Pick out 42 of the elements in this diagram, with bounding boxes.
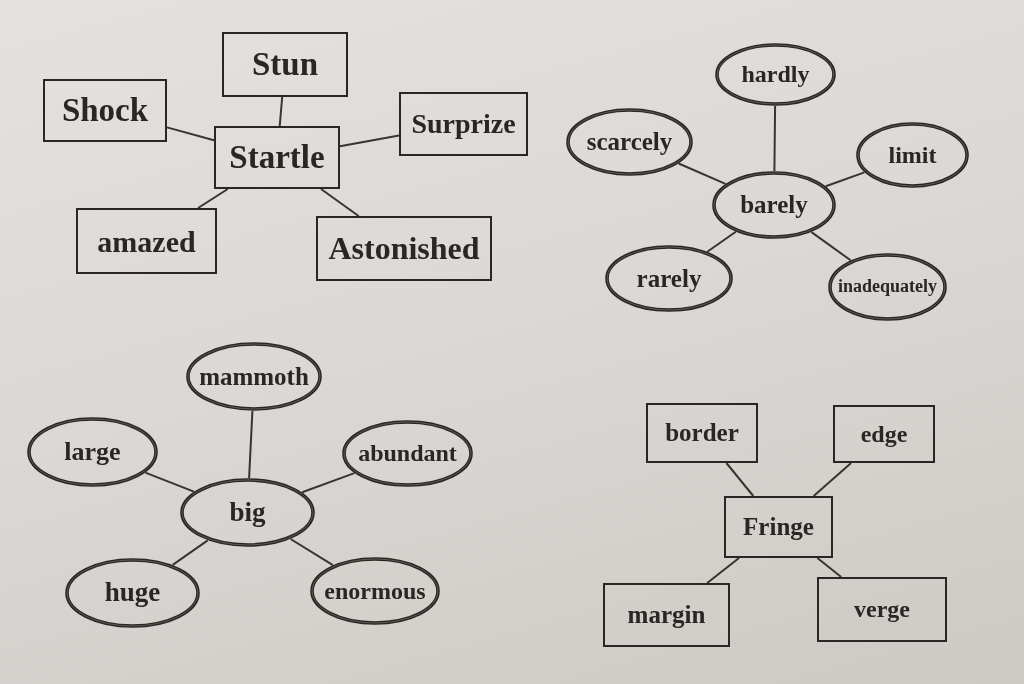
connector-line <box>171 539 209 566</box>
word-oval: large <box>27 417 158 487</box>
connector-line <box>773 105 777 172</box>
word-box: Startle <box>214 126 340 189</box>
word-box: Stun <box>222 32 348 97</box>
connector-line <box>197 188 229 209</box>
word-box: Surprize <box>399 92 528 156</box>
connector-line <box>824 171 866 188</box>
connector-line <box>677 162 727 185</box>
connector-line <box>278 96 284 127</box>
word-box: Astonished <box>316 216 492 281</box>
connector-line <box>289 538 334 567</box>
word-oval: big <box>180 478 315 547</box>
connector-line <box>812 462 853 497</box>
connector-line <box>320 188 360 217</box>
connector-line <box>725 462 755 497</box>
word-oval: barely <box>712 171 836 239</box>
connector-line <box>166 126 215 142</box>
word-oval: rarely <box>605 245 733 312</box>
connector-line <box>301 472 356 494</box>
connector-line <box>816 557 843 578</box>
word-box: Fringe <box>724 496 833 558</box>
word-oval: enormous <box>310 557 440 625</box>
connector-line <box>248 410 254 479</box>
connector-line <box>339 134 400 148</box>
connector-line <box>144 471 195 493</box>
word-oval: limit <box>856 122 969 188</box>
word-oval: abundant <box>342 420 473 487</box>
word-oval: scarcely <box>566 108 693 176</box>
connector-line <box>706 230 737 253</box>
word-box: border <box>646 403 758 463</box>
word-box: verge <box>817 577 947 642</box>
word-box: Shock <box>43 79 167 142</box>
connector-line <box>706 557 740 584</box>
word-box: edge <box>833 405 935 463</box>
word-oval: inadequately <box>828 253 947 321</box>
word-oval: huge <box>65 558 200 628</box>
word-oval: hardly <box>715 43 836 106</box>
connector-line <box>810 231 852 262</box>
word-box: amazed <box>76 208 217 274</box>
word-oval: mammoth <box>186 342 322 411</box>
word-box: margin <box>603 583 730 647</box>
